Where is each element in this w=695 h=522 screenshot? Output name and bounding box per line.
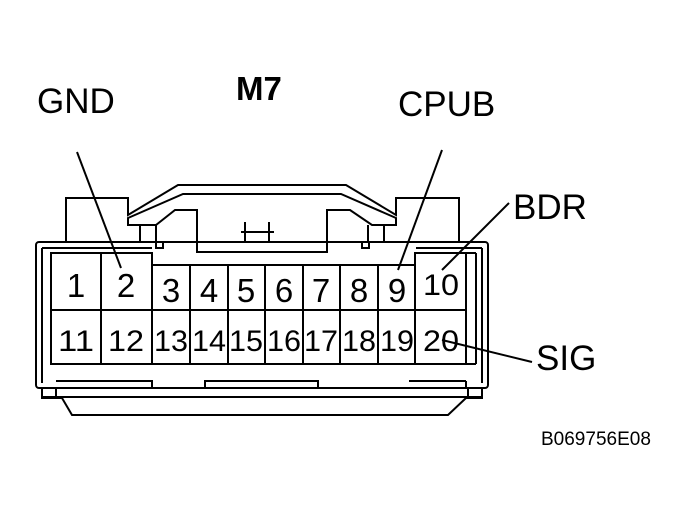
gnd-label: GND xyxy=(37,82,115,121)
sig-label: SIG xyxy=(536,339,597,378)
pin-label: 7 xyxy=(312,272,330,309)
pin-label: 17 xyxy=(304,325,338,358)
pin-label: 16 xyxy=(267,325,301,358)
pin-label: 20 xyxy=(423,325,459,358)
bottom-rail xyxy=(409,380,467,389)
cpub-leader-line xyxy=(397,149,443,271)
pin-label: 4 xyxy=(200,272,218,309)
pin-label: 6 xyxy=(275,272,293,309)
connector-shell-top xyxy=(65,184,460,242)
connector-body xyxy=(35,241,489,389)
pin-label: 11 xyxy=(58,325,94,358)
connector-latch xyxy=(127,193,397,253)
pin-label: 15 xyxy=(229,325,263,358)
connector-title: M7 xyxy=(236,70,282,107)
pin-label: 12 xyxy=(108,325,144,358)
pin-label: 9 xyxy=(388,272,406,309)
pin-label: 14 xyxy=(192,325,226,358)
connector-base-plate xyxy=(41,388,483,416)
pin-label: 13 xyxy=(154,325,188,358)
gnd-leader-line xyxy=(76,151,122,269)
bottom-rail xyxy=(56,380,153,389)
pin-label: 18 xyxy=(342,325,376,358)
pin-label: 1 xyxy=(67,267,85,304)
pin-label: 10 xyxy=(423,269,459,302)
reference-code: B069756E08 xyxy=(541,429,651,450)
pin-label: 19 xyxy=(380,325,414,358)
pin-label: 8 xyxy=(350,272,368,309)
bdr-label: BDR xyxy=(513,188,587,227)
cpub-label: CPUB xyxy=(398,85,496,124)
pin-label: 2 xyxy=(117,267,135,304)
latch-small-post xyxy=(361,242,370,249)
latch-small-post xyxy=(155,242,164,249)
sig-leader-line xyxy=(441,339,533,363)
bottom-rail xyxy=(204,380,319,389)
pin-label: 5 xyxy=(237,272,255,309)
bdr-leader-line xyxy=(441,202,510,271)
pin-label: 3 xyxy=(162,272,180,309)
